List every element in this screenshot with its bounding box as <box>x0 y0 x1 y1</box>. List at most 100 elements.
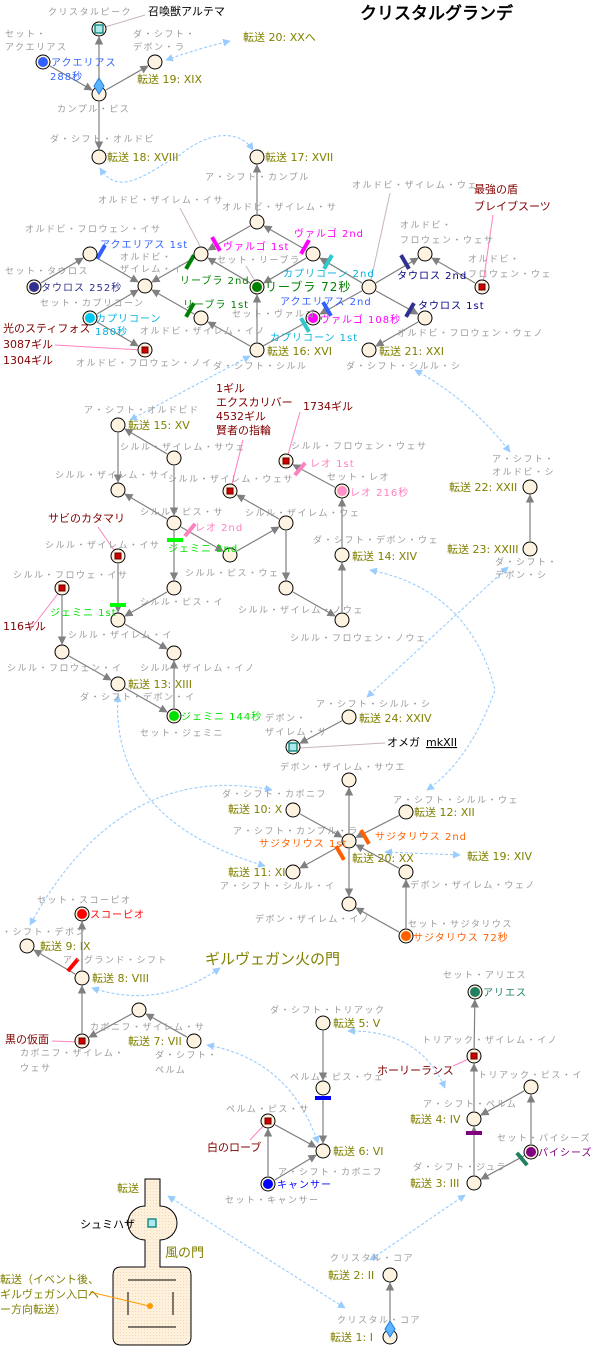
warp-link <box>384 848 461 859</box>
map-node <box>147 54 163 70</box>
place-label: セット・カプリコーン <box>40 298 145 309</box>
place-label: カボニフ・ザイレム・サ <box>90 1022 205 1033</box>
map-node <box>193 310 209 326</box>
path-arrow <box>480 1155 525 1180</box>
place-label: デボン・ <box>265 712 307 724</box>
map-node <box>278 515 294 531</box>
path-arrow <box>96 257 139 283</box>
seal-barrier-icon <box>95 244 107 260</box>
path-arrow <box>151 257 195 283</box>
place-label: ダ・シフト・ <box>155 1049 218 1061</box>
constellation-label: パイシーズ <box>538 1146 593 1159</box>
place-label: ザイレム・イ <box>120 264 183 275</box>
transport-label: 転送 3: III <box>410 1176 459 1190</box>
save-crystal-icon <box>94 24 104 34</box>
place-label: シルル・ザイレム・イ <box>68 630 173 641</box>
constellation-orb-icon <box>308 313 318 323</box>
place-label: ・シフト・デボン <box>2 926 86 938</box>
constellation-label: アクエリアス 1st <box>100 239 188 251</box>
treasure-label: 黒の仮面 <box>5 1033 49 1046</box>
place-label: ダ・シフト・オルドビ <box>50 133 155 145</box>
path-arrow <box>292 591 336 617</box>
map-node <box>82 246 98 262</box>
map-node <box>417 246 433 262</box>
leader-line <box>104 14 146 28</box>
constellation-label: スコーピオ <box>90 909 145 921</box>
map-node <box>361 279 377 295</box>
transport-label: 転送 24: XXIV <box>359 711 432 725</box>
map-node <box>166 450 182 466</box>
map-node <box>361 342 377 358</box>
transport-label: 転送 6: VI <box>333 1144 383 1158</box>
place-label: カボニフ・ザイレム・ <box>20 1048 125 1059</box>
map-node <box>285 802 301 818</box>
place-label: ペルム・ピス・サ <box>226 1104 310 1115</box>
map-node <box>249 149 265 165</box>
seal-barrier-icon <box>321 301 333 317</box>
path-arrow <box>431 257 476 284</box>
treasure-label: 116ギル <box>3 620 46 633</box>
place-label: ア・シフト・カンプル <box>205 172 310 183</box>
transport-label: 転送 22: XXII <box>449 480 517 494</box>
wind-gate-label: 風の門 <box>165 1246 204 1261</box>
path-arrow <box>299 720 343 744</box>
leader-line <box>97 526 117 554</box>
transport-label: 転送 9: IX <box>40 939 91 953</box>
constellation-label: ジェミニ 1st <box>50 608 117 619</box>
place-label: セット・ヴァルゴ <box>232 308 316 320</box>
path-arrow <box>299 844 343 869</box>
place-label: ア・シフト・オルドビド <box>84 405 200 416</box>
path-arrow <box>49 65 93 91</box>
leader-line <box>299 742 386 749</box>
seal-barrier-icon <box>466 1131 482 1135</box>
treasure-chest-icon <box>282 457 290 465</box>
map-node <box>249 342 265 358</box>
constellation-orb-icon <box>77 909 87 919</box>
map-node <box>341 833 357 849</box>
treasure-chest-icon <box>78 1037 86 1045</box>
constellation-orb-icon <box>38 57 48 67</box>
transport-label: 転送 7: VII <box>128 1034 182 1048</box>
constellation-orb-icon <box>401 931 411 941</box>
path-arrow <box>480 1090 525 1116</box>
place-label: ウェサ <box>20 1063 52 1074</box>
place-label: ダ・シフト・ <box>495 556 558 568</box>
seal-barrier-icon <box>299 239 311 255</box>
place-label: セット・レオ <box>327 472 390 483</box>
warp-link <box>29 784 273 926</box>
path-arrow <box>124 591 168 617</box>
place-label: ザイレム・サ <box>265 727 328 738</box>
place-label: オルドビ・ <box>400 220 453 231</box>
warp-link <box>165 38 231 62</box>
map-node <box>522 479 538 495</box>
place-label: デボン・ザイレム・ウェノ <box>410 879 536 891</box>
page-title: クリスタルグランデ <box>360 3 514 24</box>
constellation-orb-icon <box>169 711 179 721</box>
place-label: ア・シフト・ <box>492 455 555 465</box>
leader-line <box>230 439 244 489</box>
constellation-orb-icon <box>85 313 95 323</box>
place-label: デボン・ラ <box>133 41 186 53</box>
leader-line <box>89 1291 150 1307</box>
leader-line <box>179 207 201 247</box>
place-label: シルル・ザイレム・サイ <box>55 470 170 481</box>
warp-link <box>99 135 254 183</box>
leader-line <box>249 1123 266 1141</box>
crystal-icon <box>384 1320 396 1338</box>
place-label: トリアック・ピス・イ <box>478 1070 583 1081</box>
constellation-label: レオ 1st <box>310 458 355 470</box>
place-label: オルドビ・フロウェン・イサ <box>25 224 162 235</box>
place-label: シルル・フロウェン・イ <box>7 663 123 674</box>
map-node <box>166 515 182 531</box>
leader-line <box>482 214 494 285</box>
treasure-chest-icon <box>114 552 122 560</box>
constellation-orb-icon <box>470 987 480 997</box>
map-node <box>466 1175 482 1191</box>
treasure-chest-icon <box>226 487 234 495</box>
treasure-label: エクスカリバー <box>216 396 293 409</box>
place-label: セット・サジタリウス <box>408 919 513 930</box>
place-label: ダ・シフト・ジュラ <box>413 1161 507 1173</box>
place-label: シルル・ザイレム・サウェ <box>120 442 246 453</box>
constellation-label: リーブラ 72秒 <box>265 279 351 294</box>
path-arrow <box>124 493 168 520</box>
